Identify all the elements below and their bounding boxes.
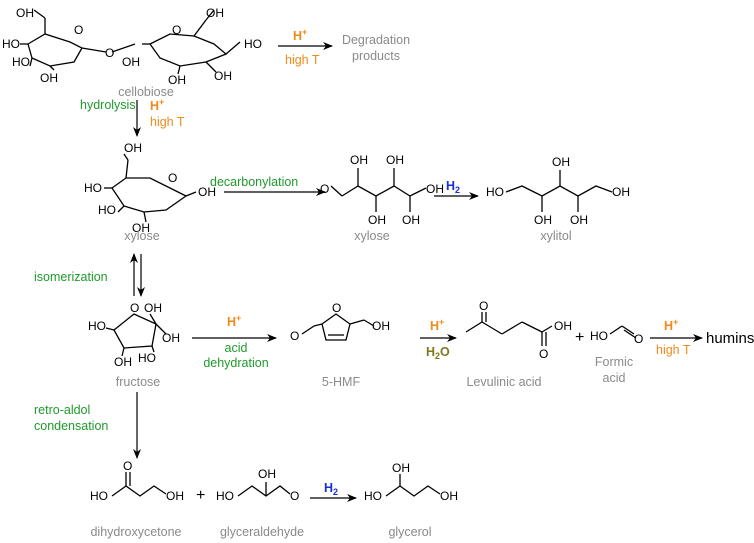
atom-label: OH xyxy=(168,73,186,87)
label-xylitol: xylitol xyxy=(540,229,571,243)
levulinic-acid-structure xyxy=(465,312,553,346)
label-formic-acid: acid xyxy=(603,371,626,385)
atom-label: O xyxy=(634,332,643,346)
atom-label: OH xyxy=(612,185,630,199)
atom-label: HO xyxy=(138,351,156,365)
atom-label: O xyxy=(123,459,132,473)
reagent-h-plus: H+ xyxy=(150,97,164,113)
atom-label: HO xyxy=(590,329,608,343)
atom-label: HO xyxy=(486,185,504,199)
reagent-high-t: high T xyxy=(150,115,185,129)
atom-label: OH xyxy=(162,331,180,345)
dihydroxyacetone-structure xyxy=(111,472,167,497)
cellobiose-structure xyxy=(20,9,241,75)
reagent-h-plus: H+ xyxy=(293,27,307,43)
fructose-structure xyxy=(105,313,167,357)
label-degradation-products: products xyxy=(352,49,400,63)
atom-label: OH xyxy=(554,319,572,333)
atom-label: OH xyxy=(426,182,444,196)
atom-label: OH xyxy=(392,461,410,475)
reagent-h2: H2 xyxy=(446,179,460,195)
label-humins: humins xyxy=(706,330,754,347)
atom-label: HO xyxy=(88,319,106,333)
atom-label: OH xyxy=(552,155,570,169)
atom-label: OH xyxy=(124,141,142,155)
condition-isomerization: isomerization xyxy=(34,270,108,284)
formic-acid-structure xyxy=(609,325,637,339)
atom-label: OH xyxy=(198,185,216,199)
plus-sign: + xyxy=(196,487,205,504)
atom-label: O xyxy=(320,182,329,196)
xylose-open-structure xyxy=(330,168,427,212)
plus-sign: + xyxy=(575,329,584,346)
atom-label: O xyxy=(479,299,488,313)
label-glyceraldehyde: glyceraldehyde xyxy=(220,525,304,539)
atom-label: OH xyxy=(16,6,34,20)
reagent-h-plus: H+ xyxy=(430,317,444,333)
atom-label: OH xyxy=(144,301,162,315)
atom-label: O xyxy=(332,301,341,315)
reagent-high-t: high T xyxy=(285,53,320,67)
reagent-h-plus: H+ xyxy=(664,317,678,333)
atom-label: OH xyxy=(350,153,368,167)
xylose-ring-structure xyxy=(104,153,197,223)
atom-label: HO xyxy=(244,37,262,51)
atom-label: HO xyxy=(12,55,30,69)
atom-label: OH xyxy=(258,467,276,481)
atom-label: OH xyxy=(166,489,184,503)
xylitol-structure xyxy=(505,170,613,212)
condition-acid: acid xyxy=(225,341,248,355)
atom-label: O xyxy=(290,489,299,503)
atom-label: HO xyxy=(364,489,382,503)
glycerol-structure xyxy=(385,474,441,497)
atom-label: O xyxy=(130,301,139,315)
atom-label: O xyxy=(290,329,299,343)
reagent-high-t: high T xyxy=(656,343,691,357)
label-levulinic-acid: Levulinic acid xyxy=(466,375,541,389)
atom-label: OH xyxy=(570,213,588,227)
atom-label: HO xyxy=(216,489,234,503)
atom-label: HO xyxy=(90,489,108,503)
atom-label: HO xyxy=(2,37,20,51)
atom-label: OH xyxy=(534,213,552,227)
atom-label: O xyxy=(105,46,114,60)
label-xylose-open: xylose xyxy=(354,229,389,243)
condition-retro-aldol: retro-aldol xyxy=(34,403,90,417)
label-hmf: 5-HMF xyxy=(322,375,361,389)
label-degradation: Degradation xyxy=(342,33,410,47)
atom-label: O xyxy=(168,171,177,185)
label-dihydroxyacetone: dihydroxycetone xyxy=(90,525,181,539)
atom-label: OH xyxy=(132,221,150,235)
atom-label: OH xyxy=(206,6,224,20)
atom-label: OH xyxy=(372,319,390,333)
label-glycerol: glycerol xyxy=(388,525,431,539)
condition-decarbonylation: decarbonylation xyxy=(210,175,298,189)
atom-label: O xyxy=(539,347,548,361)
atom-label: OH xyxy=(114,355,132,369)
atom-label: OH xyxy=(214,69,232,83)
condition-hydrolysis: hydrolysis xyxy=(80,98,136,112)
label-fructose: fructose xyxy=(116,375,161,389)
atom-label: OH xyxy=(402,213,420,227)
label-cellobiose: cellobiose xyxy=(118,85,174,99)
atom-label: OH xyxy=(440,489,458,503)
condition-condensation: condensation xyxy=(34,419,108,433)
reagent-h2o: H2O xyxy=(426,345,450,361)
atom-label: HO xyxy=(98,203,116,217)
atom-label: O xyxy=(172,23,181,37)
atom-label: OH xyxy=(40,71,58,85)
hmf-structure xyxy=(301,313,375,341)
glyceraldehyde-structure xyxy=(237,482,291,497)
reagent-h2: H2 xyxy=(324,481,338,497)
atom-label: OH xyxy=(122,55,140,69)
atom-label: OH xyxy=(368,213,386,227)
atom-label: HO xyxy=(84,181,102,195)
atom-label: O xyxy=(74,23,83,37)
reagent-h-plus: H+ xyxy=(227,313,241,329)
label-formic: Formic xyxy=(595,355,633,369)
label-xylose-ring: xylose xyxy=(124,229,159,243)
atom-label: OH xyxy=(386,153,404,167)
condition-dehydration: dehydration xyxy=(203,356,268,370)
